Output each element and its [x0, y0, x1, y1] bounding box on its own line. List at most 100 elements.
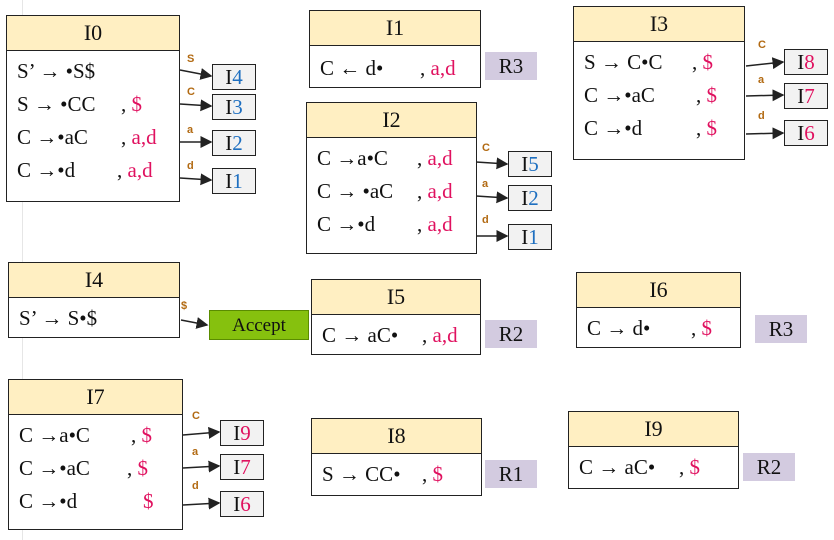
target-state: I5 — [508, 151, 552, 177]
item-production: S → •CC — [17, 92, 96, 116]
target-state: I6 — [220, 491, 264, 517]
item-production: S’ → •S$ — [17, 59, 96, 83]
item-row: C →•d $ — [19, 485, 172, 518]
arrow-I7-d — [182, 497, 221, 510]
edge-label: C — [758, 39, 766, 51]
target-state: I9 — [220, 420, 264, 446]
item-production: C → d• — [587, 316, 651, 340]
target-state: I2 — [212, 130, 256, 156]
item-row: C → aC•, $ — [579, 451, 728, 484]
item-lookahead: a,d — [427, 179, 453, 203]
arrow-I3-d — [745, 127, 785, 140]
target-state: I3 — [212, 94, 256, 120]
target-state: I7 — [784, 83, 828, 109]
edge-label: a — [192, 446, 199, 458]
edge-label: C — [187, 86, 195, 98]
item-lookahead: $ — [701, 316, 713, 340]
target-number: 2 — [528, 186, 539, 210]
item-lookahead: $ — [141, 423, 153, 447]
item-production: C →•d — [17, 158, 76, 182]
item-production: C →•d — [19, 489, 78, 513]
edge-label: d — [758, 110, 765, 122]
state-I0: I0 S’ → •S$ S → •CC, $ C →•aC, a,d C →•d… — [6, 15, 180, 202]
target-state: I1 — [212, 168, 256, 194]
state-title: I6 — [577, 273, 740, 308]
item-lookahead: $ — [702, 50, 714, 74]
item-lookahead: a,d — [131, 125, 157, 149]
item-lookahead: $ — [131, 92, 143, 116]
item-production: C →•d — [317, 212, 376, 236]
item-production: C → aC• — [579, 455, 656, 479]
target-state: I6 — [784, 120, 828, 146]
reduce-badge: R3 — [755, 315, 807, 343]
target-number: 7 — [804, 84, 815, 108]
item-row: C → aC•, a,d — [322, 319, 470, 352]
item-lookahead: a,d — [432, 323, 458, 347]
item-lookahead: $ — [143, 489, 154, 513]
reduce-badge: R1 — [485, 460, 537, 488]
item-production: C →•d — [584, 116, 643, 140]
target-number: 8 — [804, 50, 815, 74]
item-production: C → •aC — [317, 179, 394, 203]
item-lookahead: a,d — [127, 158, 153, 182]
item-production: S → CC• — [322, 462, 401, 486]
arrow-I2-a — [475, 191, 509, 204]
item-lookahead: $ — [706, 116, 718, 140]
state-I1: I1 C ← d•, a,d — [309, 10, 481, 88]
target-number: 2 — [232, 131, 243, 155]
item-production: C →•aC — [17, 125, 88, 149]
state-I6: I6 C → d•, $ — [576, 272, 741, 348]
reduce-badge: R3 — [485, 52, 537, 80]
state-I2: I2 C →a•C, a,d C → •aC, a,d C →•d, a,d — [306, 102, 477, 254]
target-number: 3 — [232, 95, 243, 119]
state-I3: I3 S → C•C, $ C →•aC, $ C →•d, $ — [573, 6, 745, 160]
arrow-I4-accept — [180, 317, 209, 329]
state-title: I2 — [307, 103, 476, 138]
arrow-I2-C — [475, 157, 509, 170]
target-number: 1 — [528, 225, 539, 249]
state-title: I3 — [574, 7, 744, 42]
state-title: I7 — [9, 380, 182, 415]
target-number: 9 — [240, 421, 251, 445]
target-state: I4 — [212, 64, 256, 90]
state-title: I1 — [310, 11, 480, 46]
edge-label: a — [758, 74, 765, 86]
item-row: C →•aC, a,d — [17, 121, 169, 154]
state-I8: I8 S → CC•, $ — [311, 418, 482, 496]
item-row: C →a•C, a,d — [317, 142, 466, 175]
item-lookahead: a,d — [427, 212, 453, 236]
edge-label: $ — [181, 300, 188, 312]
state-I4: I4 S’ → S•$ — [8, 262, 180, 338]
item-production: S → C•C — [584, 50, 663, 74]
item-row: C → d•, $ — [587, 312, 730, 345]
item-row: S → C•C, $ — [584, 46, 734, 79]
item-row: C →•d, a,d — [17, 154, 169, 187]
edge-label: d — [187, 160, 194, 172]
target-number: 7 — [240, 455, 251, 479]
item-production: C →a•C — [19, 423, 90, 447]
state-title: I0 — [7, 16, 179, 51]
target-state: I8 — [784, 49, 828, 75]
item-row: C ← d•, a,d — [320, 52, 470, 85]
arrow-I0-S — [179, 68, 213, 80]
target-state: I2 — [508, 185, 552, 211]
edge-label: C — [192, 410, 200, 422]
item-production: S’ → S•$ — [19, 306, 98, 330]
item-lookahead: $ — [432, 462, 444, 486]
item-row: C → •aC, a,d — [317, 175, 466, 208]
item-production: C →•aC — [584, 83, 655, 107]
item-row: C →•d, $ — [584, 112, 734, 145]
target-number: 6 — [240, 492, 251, 516]
target-number: 5 — [528, 152, 539, 176]
item-row: C →•aC, $ — [19, 452, 172, 485]
item-production: C →a•C — [317, 146, 388, 170]
item-row: C →a•C, $ — [19, 419, 172, 452]
item-row: S → •CC, $ — [17, 88, 169, 121]
state-title: I5 — [312, 280, 480, 315]
arrow-I0-C — [179, 99, 213, 112]
target-number: 4 — [232, 65, 243, 89]
state-I5: I5 C → aC•, a,d — [311, 279, 481, 355]
target-number: 1 — [232, 169, 243, 193]
edge-label: C — [482, 142, 490, 154]
item-row: S’ → S•$ — [19, 302, 169, 335]
